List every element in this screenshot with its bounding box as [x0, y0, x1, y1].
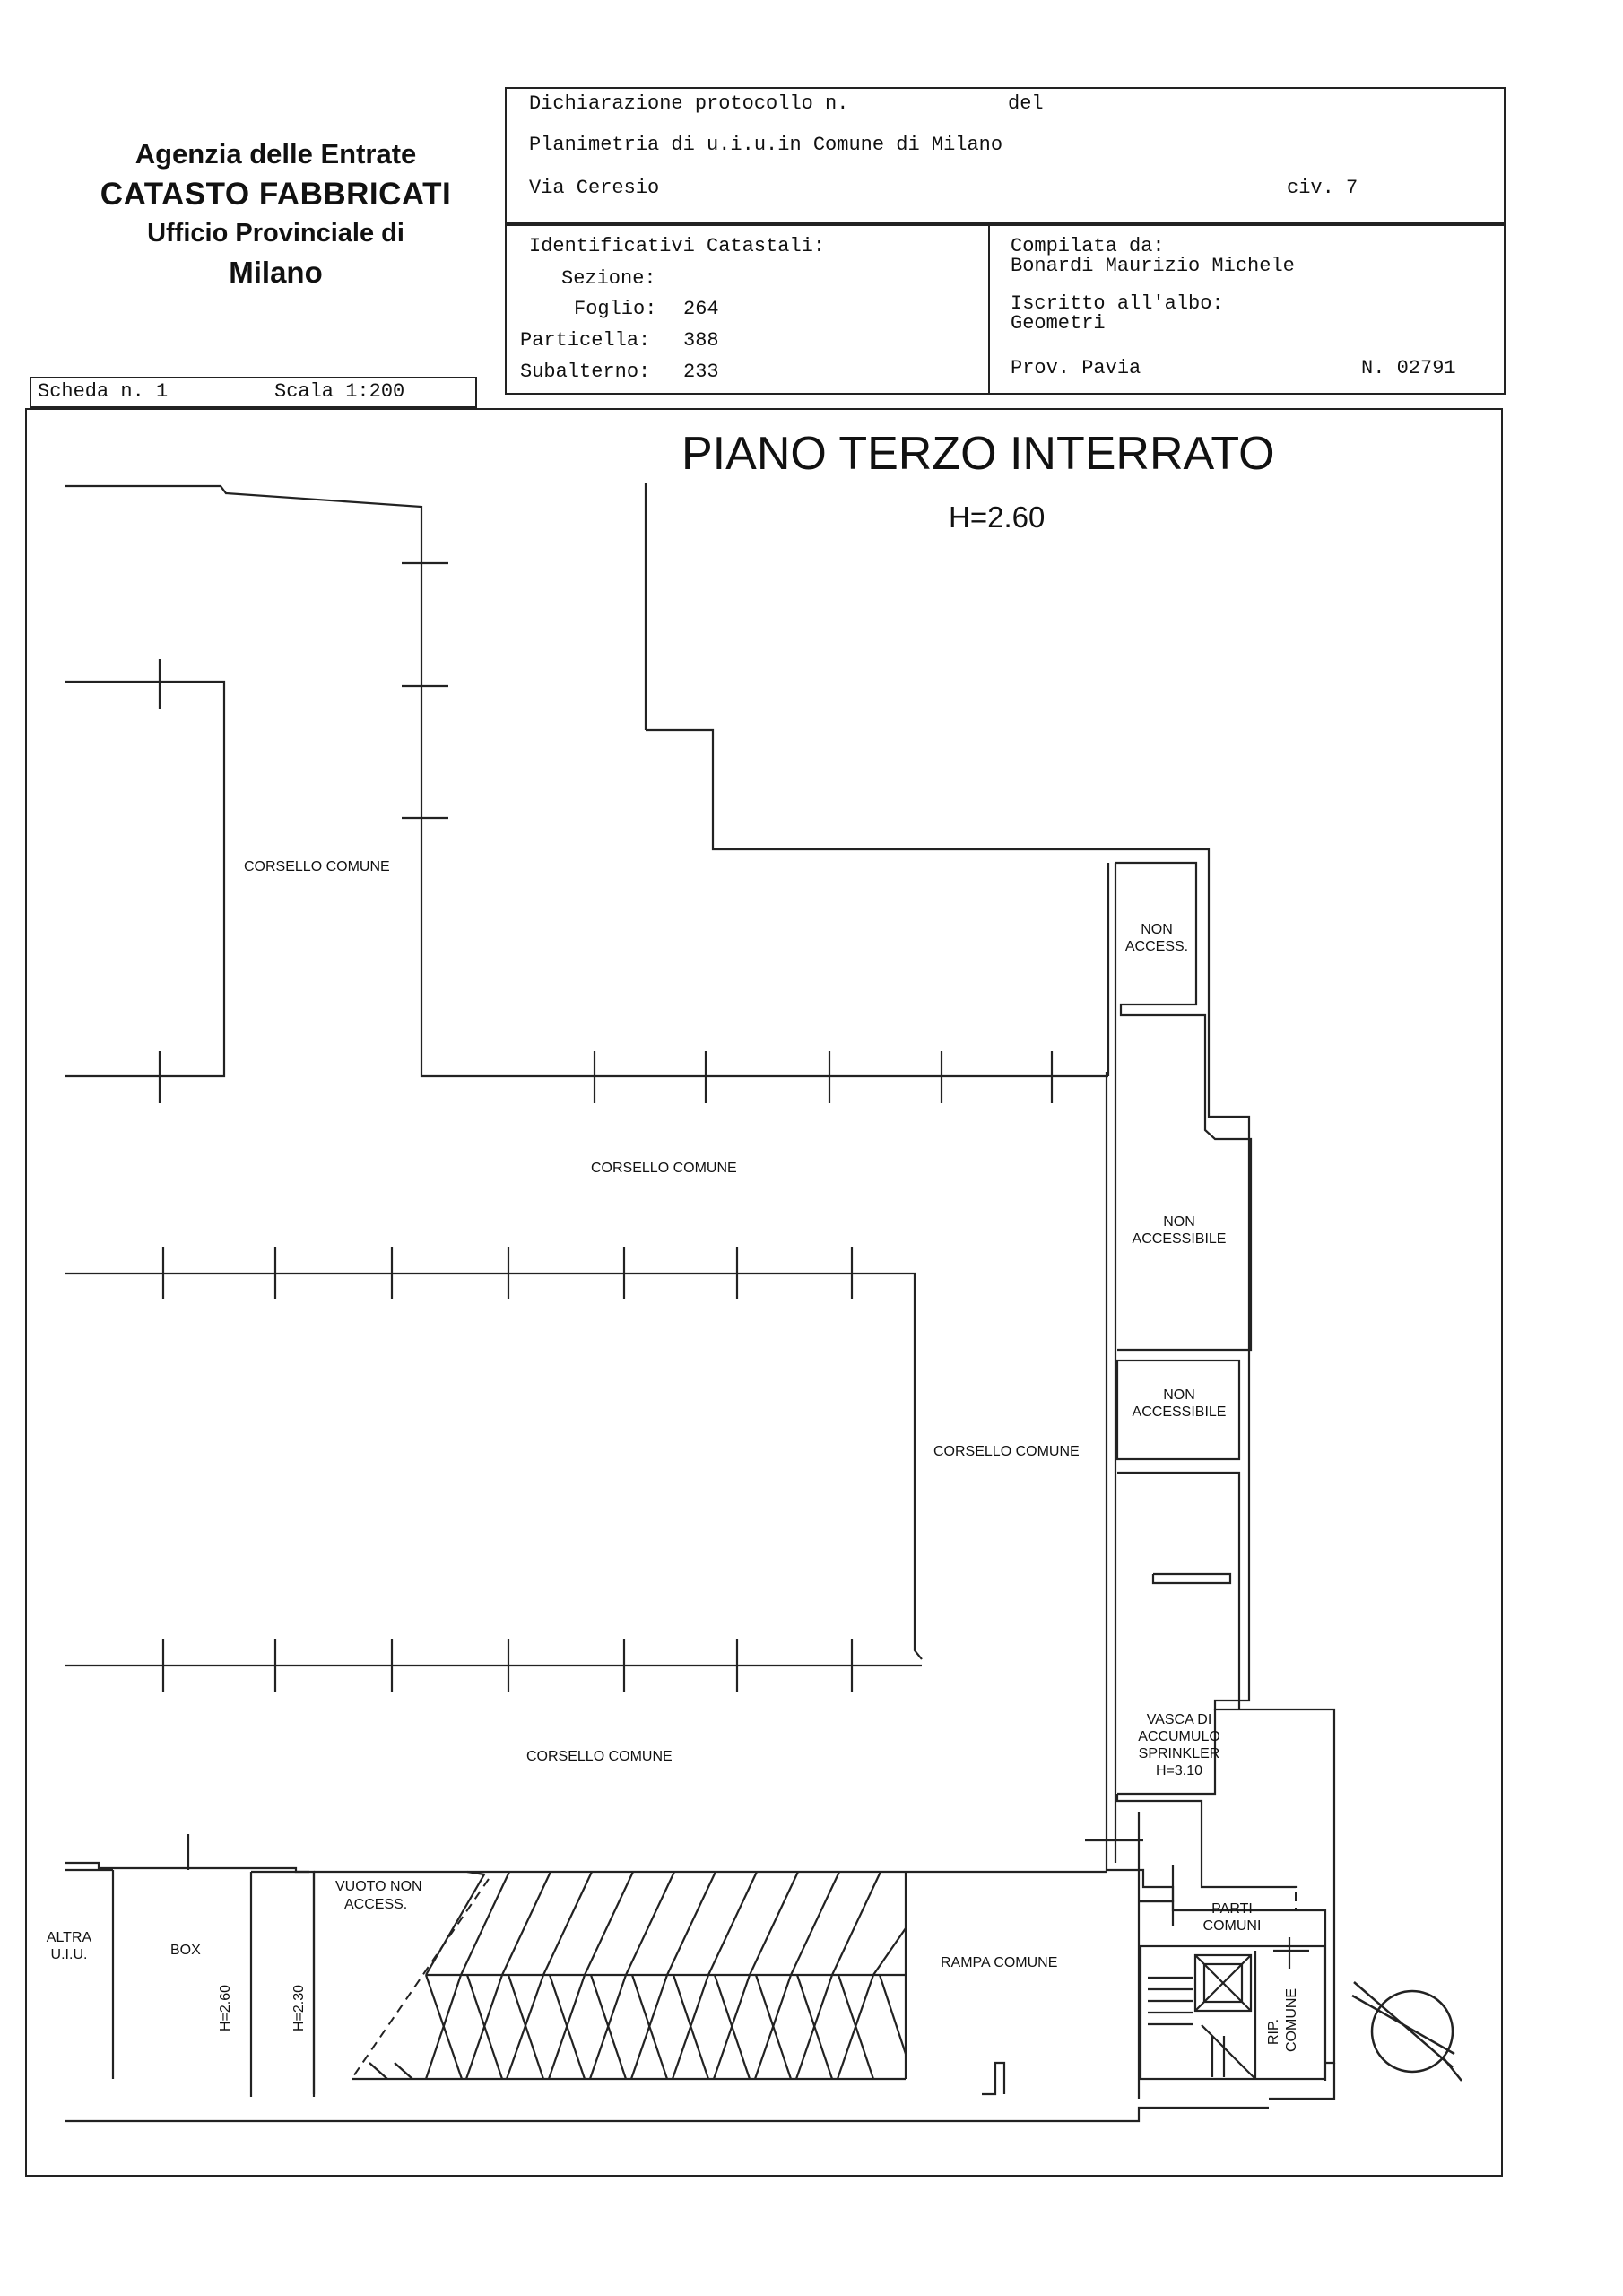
- vasca-label-4: H=3.10: [1155, 1763, 1203, 1779]
- vuoto-label-2: ACCESS.: [344, 1897, 408, 1912]
- agency-block: Agenzia delle Entrate CATASTO FABBRICATI…: [54, 135, 498, 294]
- plan-height: H=2.60: [949, 500, 1046, 534]
- agency-registry: CATASTO FABBRICATI: [100, 177, 452, 212]
- parti-comuni-label-2: COMUNI: [1202, 1918, 1262, 1934]
- registered-value: Geometri: [1011, 312, 1106, 335]
- compiler-title: Compilata da:: [1011, 235, 1165, 257]
- sezione-label: Sezione:: [561, 267, 656, 290]
- altra-uiu-label-1: ALTRA: [46, 1930, 92, 1945]
- rampa-label: RAMPA COMUNE: [941, 1955, 1058, 1970]
- corsello-label-4: CORSELLO COMUNE: [526, 1749, 673, 1764]
- protocol-label: Dichiarazione protocollo n.: [529, 92, 849, 115]
- altra-uiu-label-2: U.I.U.: [50, 1947, 88, 1962]
- identifiers-title: Identificativi Catastali:: [529, 235, 826, 257]
- box-label: BOX: [170, 1943, 201, 1958]
- province-label: Prov. Pavia: [1011, 357, 1141, 379]
- plan-frame: [25, 408, 1503, 2177]
- vasca-label-3: SPRINKLER: [1138, 1746, 1220, 1761]
- street-label: Via Ceresio: [529, 177, 660, 199]
- sheet-box: [30, 377, 477, 408]
- parti-comuni-label-1: PARTI: [1211, 1901, 1253, 1917]
- particella-label: Particella:: [520, 329, 651, 352]
- registered-label: Iscritto all'albo:: [1011, 292, 1224, 315]
- civic-number: civ. 7: [1287, 177, 1358, 199]
- registration-number: N. 02791: [1361, 357, 1456, 379]
- corsello-label-2: CORSELLO COMUNE: [591, 1161, 737, 1176]
- compiler-box: [988, 224, 1506, 395]
- plan-title: PIANO TERZO INTERRATO: [681, 428, 1275, 480]
- sheet-number: Scheda n. 1: [38, 380, 169, 403]
- planimetria-label: Planimetria di u.i.u.in Comune di Milano: [529, 134, 1003, 156]
- protocol-date-label: del: [1008, 92, 1044, 115]
- corsello-label-3: CORSELLO COMUNE: [933, 1444, 1080, 1459]
- agency-city: Milano: [229, 256, 323, 289]
- vasca-label-2: ACCUMULO: [1138, 1729, 1220, 1744]
- compiler-name: Bonardi Maurizio Michele: [1011, 255, 1295, 277]
- north-arrow-icon: [1351, 1981, 1462, 2082]
- non-access-label-1a: NON: [1141, 922, 1173, 937]
- non-access-label-2b: ACCESSIBILE: [1132, 1231, 1227, 1247]
- non-access-label-3a: NON: [1163, 1387, 1195, 1403]
- agency-office: Ufficio Provinciale di: [147, 219, 404, 248]
- agency-name: Agenzia delle Entrate: [135, 138, 417, 170]
- rip-comune-label-2: COMUNE: [1284, 1987, 1299, 2052]
- header-box: [505, 87, 1506, 224]
- non-access-label-2a: NON: [1163, 1214, 1195, 1230]
- box-height-1: H=2.60: [218, 1984, 233, 2031]
- foglio-label: Foglio:: [574, 298, 657, 320]
- sheet-scale: Scala 1:200: [274, 380, 405, 403]
- vasca-label-1: VASCA DI: [1146, 1712, 1212, 1727]
- box-height-2: H=2.30: [291, 1984, 307, 2031]
- corsello-label-1: CORSELLO COMUNE: [244, 859, 390, 874]
- subalterno-label: Subalterno:: [520, 361, 651, 383]
- particella-value: 388: [683, 329, 719, 352]
- rip-comune-label-1: RIP.: [1266, 2018, 1281, 2045]
- foglio-value: 264: [683, 298, 719, 320]
- vuoto-label-1: VUOTO NON: [335, 1879, 422, 1894]
- subalterno-value: 233: [683, 361, 719, 383]
- non-access-label-3b: ACCESSIBILE: [1132, 1405, 1227, 1420]
- non-access-label-1b: ACCESS.: [1124, 939, 1189, 954]
